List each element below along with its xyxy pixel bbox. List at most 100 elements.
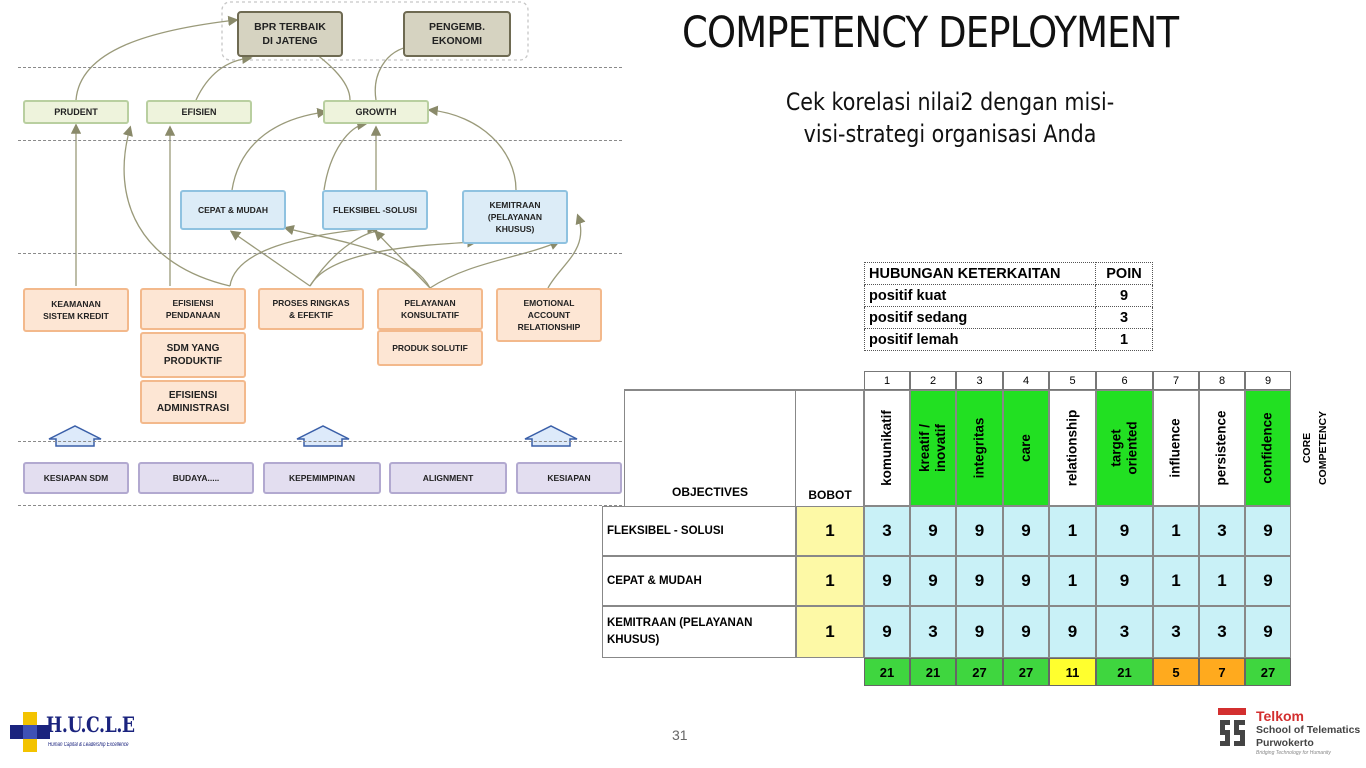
competency-label-text: care xyxy=(1018,434,1033,462)
competency-number: 2 xyxy=(910,371,956,390)
competency-number: 3 xyxy=(956,371,1003,390)
competency-label-text: confidence xyxy=(1260,412,1276,484)
competency-label: komunikatif xyxy=(864,390,910,506)
score-cell: 9 xyxy=(1003,506,1049,556)
bobot-cell: 1 xyxy=(796,506,864,556)
telkom-mark-icon xyxy=(1218,708,1246,746)
score-cell: 9 xyxy=(1096,506,1153,556)
score-cell: 1 xyxy=(1153,556,1199,606)
objectives-header: OBJECTIVES xyxy=(671,485,749,499)
score-cell: 9 xyxy=(1049,606,1096,658)
score-cell: 9 xyxy=(1096,556,1153,606)
competency-label: influence xyxy=(1153,390,1199,506)
core-competency-text: CORE COMPETENCY xyxy=(1301,410,1329,486)
legend-row: positif kuat 9 xyxy=(864,284,1153,307)
score-cell: 9 xyxy=(864,606,910,658)
legend-table: HUBUNGAN KETERKAITAN POIN positif kuat 9… xyxy=(864,262,1153,351)
competency-number: 8 xyxy=(1199,371,1245,390)
initiative-box: KEAMANAN SISTEM KREDIT xyxy=(23,288,129,332)
score-cell: 9 xyxy=(956,556,1003,606)
total-cell: 11 xyxy=(1049,658,1096,686)
score-cell: 9 xyxy=(956,506,1003,556)
legend-header-row: HUBUNGAN KETERKAITAN POIN xyxy=(864,262,1153,285)
score-cell: 9 xyxy=(910,506,956,556)
score-cell: 1 xyxy=(1049,506,1096,556)
competency-label-text: persistence xyxy=(1214,410,1230,486)
telkom-line1: Telkom xyxy=(1256,708,1304,724)
strategy-box: KEMITRAAN (PELAYANAN KHUSUS) xyxy=(462,190,568,244)
bobot-header: BOBOT xyxy=(808,488,852,502)
competency-label: integritas xyxy=(956,390,1003,506)
total-cell: 27 xyxy=(1245,658,1291,686)
telkom-logo: Telkom School of Telematics Purwokerto B… xyxy=(1218,706,1362,756)
page-number: 31 xyxy=(672,727,688,743)
core-competency-label: CORE COMPETENCY xyxy=(1292,390,1338,506)
score-cell: 9 xyxy=(1245,606,1291,658)
plus-logo-icon xyxy=(10,712,50,752)
competency-label: care xyxy=(1003,390,1049,506)
strategy-box: FLEKSIBEL -SOLUSI xyxy=(322,190,428,230)
initiative-box: EMOTIONAL ACCOUNT RELATIONSHIP xyxy=(496,288,602,342)
score-cell: 9 xyxy=(956,606,1003,658)
legend-points: 9 xyxy=(1095,284,1153,307)
competency-number: 6 xyxy=(1096,371,1153,390)
initiative-box: SDM YANG PRODUKTIF xyxy=(140,332,246,378)
competency-label-text: komunikatif xyxy=(879,410,895,486)
foundation-box: KESIAPAN SDM xyxy=(23,462,129,494)
total-cell: 21 xyxy=(864,658,910,686)
score-cell: 1 xyxy=(1199,556,1245,606)
total-cell: 27 xyxy=(1003,658,1049,686)
logo-name: H.U.C.L.E xyxy=(46,712,135,737)
layer-divider xyxy=(18,67,622,68)
total-cell: 7 xyxy=(1199,658,1245,686)
bobot-cell: 1 xyxy=(796,556,864,606)
legend-label: positif sedang xyxy=(864,306,1096,329)
competency-number: 7 xyxy=(1153,371,1199,390)
competency-label-text: relationship xyxy=(1064,409,1080,487)
score-cell: 3 xyxy=(1096,606,1153,658)
foundation-box: KEPEMIMPINAN xyxy=(263,462,381,494)
score-cell: 9 xyxy=(1003,556,1049,606)
telkom-line2: School of Telematics xyxy=(1256,724,1361,736)
initiative-box: PROSES RINGKAS & EFEKTIF xyxy=(258,288,364,330)
legend-row: positif sedang 3 xyxy=(864,306,1153,329)
logo-tagline: Human Capital & Leadership Excellence xyxy=(48,742,129,748)
foundation-box: ALIGNMENT xyxy=(389,462,507,494)
legend-header: POIN xyxy=(1095,262,1153,285)
competency-number: 5 xyxy=(1049,371,1096,390)
score-cell: 3 xyxy=(1199,506,1245,556)
telkom-tagline: Bridging Technology for Humanity xyxy=(1256,750,1331,756)
legend-row: positif lemah 1 xyxy=(864,328,1153,351)
total-cell: 21 xyxy=(910,658,956,686)
legend-label: positif kuat xyxy=(864,284,1096,307)
competency-label: kreatif / inovatif xyxy=(910,390,956,506)
score-cell: 9 xyxy=(1245,556,1291,606)
legend-label: positif lemah xyxy=(864,328,1096,351)
competency-label: confidence xyxy=(1245,390,1291,506)
total-cell: 21 xyxy=(1096,658,1153,686)
score-cell: 9 xyxy=(1245,506,1291,556)
layer-divider xyxy=(18,505,622,506)
bobot-cell: 1 xyxy=(796,606,864,658)
slide-subtitle: Cek korelasi nilai2 dengan misi-visi-str… xyxy=(785,88,1115,148)
competency-number: 4 xyxy=(1003,371,1049,390)
strategy-box: CEPAT & MUDAH xyxy=(180,190,286,230)
initiative-box: PELAYANAN KONSULTATIF xyxy=(377,288,483,330)
matrix-top-rule xyxy=(624,389,864,390)
goal-box: PENGEMB. EKONOMI xyxy=(403,11,511,57)
foundation-box: KESIAPAN xyxy=(516,462,622,494)
initiative-box: PRODUK SOLUTIF xyxy=(377,330,483,366)
competency-number: 1 xyxy=(864,371,910,390)
competency-label-text: kreatif / inovatif xyxy=(917,423,948,473)
total-cell: 5 xyxy=(1153,658,1199,686)
competency-number: 9 xyxy=(1245,371,1291,390)
initiative-box: EFISIENSI PENDANAAN xyxy=(140,288,246,330)
value-box: EFISIEN xyxy=(146,100,252,124)
huccle-logo: H.U.C.L.E Human Capital & Leadership Exc… xyxy=(10,710,135,756)
score-cell: 1 xyxy=(1153,506,1199,556)
score-cell: 9 xyxy=(910,556,956,606)
bobot-header-cell xyxy=(796,390,864,506)
goal-box: BPR TERBAIK DI JATENG xyxy=(237,11,343,57)
objectives-header-cell xyxy=(624,390,796,506)
score-cell: 9 xyxy=(1003,606,1049,658)
